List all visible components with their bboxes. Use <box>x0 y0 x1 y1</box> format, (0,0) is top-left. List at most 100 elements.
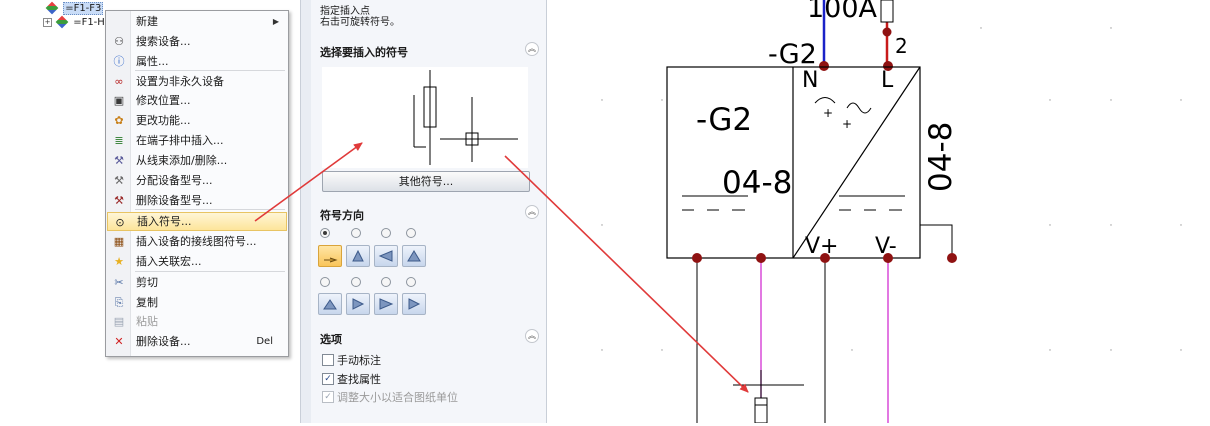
binoculars-icon: ⚇ <box>114 35 124 48</box>
menu-item-label: 剪切 <box>136 276 158 289</box>
menu-item-16: ▤ 粘贴 <box>107 312 287 331</box>
menu-item-label: 设置为非永久设备 <box>136 75 224 88</box>
menu-item-label: 属性... <box>136 55 169 68</box>
orientation-button[interactable] <box>402 293 426 315</box>
tree-row[interactable]: + =F1-H <box>43 15 105 30</box>
orientation-radio[interactable] <box>406 277 416 287</box>
orientation-button[interactable] <box>346 293 370 315</box>
menu-item-label: 插入设备的接线图符号... <box>136 235 257 248</box>
collapse-chevron-icon[interactable]: ︽ <box>525 205 539 219</box>
device-tag-top: -G2 <box>768 39 817 70</box>
menu-item-9[interactable]: ⚒分配设备型号... <box>107 171 287 190</box>
menu-item-12[interactable]: ▦ 插入设备的接线图符号... <box>107 232 287 251</box>
harness-icon: ⚒ <box>114 154 124 167</box>
info-icon: ⓘ <box>113 55 125 68</box>
tree-row-label: =F1-H <box>73 17 105 28</box>
menu-item-label: 插入符号... <box>137 215 192 228</box>
menu-item-6[interactable]: ✿ 更改功能... <box>107 111 287 130</box>
menu-item-1[interactable]: 新建▶ <box>107 12 287 31</box>
menu-item-label: 删除设备... <box>136 335 191 348</box>
orientation-radio[interactable] <box>381 277 391 287</box>
menu-item-label: 粘贴 <box>136 315 158 328</box>
orientation-button[interactable] <box>346 245 370 267</box>
symbol-preview <box>322 67 528 168</box>
orientation-button[interactable] <box>402 245 426 267</box>
sheet-reference: 04-8 <box>722 165 792 201</box>
manual-label-text: 手动标注 <box>337 354 381 367</box>
menu-item-17[interactable]: ✕ 删除设备... Del <box>107 332 287 351</box>
menu-item-label: 修改位置... <box>136 94 191 107</box>
orientation-radio[interactable] <box>320 277 330 287</box>
rating-label: 100A <box>807 0 878 24</box>
paste-icon: ▤ <box>113 315 125 328</box>
menu-item-2[interactable]: ⚇ 搜索设备... <box>107 32 287 51</box>
scale-to-drawing-text: 调整大小以适合图纸单位 <box>337 391 458 404</box>
orientation-button[interactable] <box>374 293 398 315</box>
menu-item-label: 插入关联宏... <box>136 255 202 268</box>
infinity-icon: ∞ <box>114 75 124 88</box>
svg-text:+: + <box>842 117 852 131</box>
menu-item-15[interactable]: ⎘ 复制 <box>107 293 287 312</box>
terminal-number: 2 <box>895 34 908 58</box>
menu-item-13[interactable]: ★ 插入关联宏... <box>107 252 287 271</box>
menu-item-label: 更改功能... <box>136 114 191 127</box>
menu-item-7[interactable]: ≣ 在端子排中插入... <box>107 131 287 150</box>
options-header: 选项 <box>320 333 342 346</box>
find-attributes-checkbox[interactable]: ✓ <box>322 373 334 385</box>
orientation-radio[interactable] <box>320 228 330 238</box>
orientation-radio[interactable] <box>351 277 361 287</box>
wiring-icon: ▦ <box>113 235 125 248</box>
function-icon: ✿ <box>114 114 124 127</box>
sheet-reference-vertical: 04-8 <box>923 122 959 192</box>
menu-item-8[interactable]: ⚒从线束添加/删除... <box>107 151 287 170</box>
orientation-header: 符号方向 <box>320 209 364 222</box>
orientation-radio[interactable] <box>406 228 416 238</box>
menu-item-10[interactable]: ⚒删除设备型号... <box>107 191 287 210</box>
orientation-radio[interactable] <box>351 228 361 238</box>
insert-symbol-panel: 指定插入点 右击可旋转符号。 选择要插入的符号 ︽ 其他符号... 符号方向 ︽ <box>311 0 546 423</box>
svg-text:+: + <box>823 106 833 120</box>
orientation-button[interactable] <box>374 245 398 267</box>
menu-item-label: 复制 <box>136 296 158 309</box>
other-symbols-button[interactable]: 其他符号... <box>322 171 530 192</box>
collapse-chevron-icon[interactable]: ︽ <box>525 329 539 343</box>
prompt-text: 指定插入点 右击可旋转符号。 <box>320 6 400 28</box>
pin-l-label: L <box>881 68 894 93</box>
tree-row[interactable]: =F1-F3 <box>45 1 104 16</box>
device-icon <box>45 1 59 15</box>
menu-item-4[interactable]: ∞ 设置为非永久设备 <box>107 72 287 91</box>
terminal-icon: ≣ <box>114 134 124 147</box>
menu-item-label: 搜索设备... <box>136 35 191 48</box>
delete-icon: ✕ <box>114 335 124 348</box>
menu-item-11[interactable]: ⊙ 插入符号... <box>107 212 287 231</box>
menu-item-3[interactable]: ⓘ 属性... <box>107 52 287 71</box>
menu-item-14[interactable]: ✂ 剪切 <box>107 273 287 292</box>
scissors-icon: ✂ <box>114 276 124 289</box>
pin-vminus-label: V- <box>875 234 897 259</box>
tree-row-label: =F1-F3 <box>63 2 104 15</box>
expand-icon[interactable]: + <box>43 17 52 27</box>
new-icon <box>112 15 126 28</box>
tools-icon: ⚒ <box>114 174 124 187</box>
symbol-icon: ⊙ <box>115 216 125 229</box>
menu-separator <box>135 271 285 272</box>
menu-item-5[interactable]: ▣ 修改位置... <box>107 91 287 110</box>
collapse-chevron-icon[interactable]: ︽ <box>525 42 539 56</box>
device-tag: -G2 <box>696 102 752 138</box>
orientation-radio[interactable] <box>381 228 391 238</box>
select-symbol-header: 选择要插入的符号 <box>320 46 408 59</box>
manual-label-checkbox[interactable] <box>322 354 334 366</box>
orientation-button[interactable] <box>318 293 342 315</box>
shortcut-label: Del <box>256 336 273 347</box>
orientation-button[interactable] <box>318 245 342 267</box>
drawing-canvas[interactable]: + + 100A -G2 2 N L -G2 04-8 04-8 V+ V- <box>546 0 1210 424</box>
star-icon: ★ <box>114 255 124 268</box>
location-icon: ▣ <box>113 94 125 107</box>
pin-n-label: N <box>802 68 818 93</box>
context-menu: 新建▶ ⚇ 搜索设备... ⓘ 属性... ∞ 设置为非永久设备 ▣ 修改位置... ✿ 更改功能.… <box>105 10 289 357</box>
menu-item-label: 在端子排中插入... <box>136 134 224 147</box>
device-icon <box>55 15 69 29</box>
copy-icon: ⎘ <box>114 296 124 309</box>
scale-to-drawing-checkbox: ✓ <box>322 391 334 403</box>
menu-separator <box>135 209 285 210</box>
